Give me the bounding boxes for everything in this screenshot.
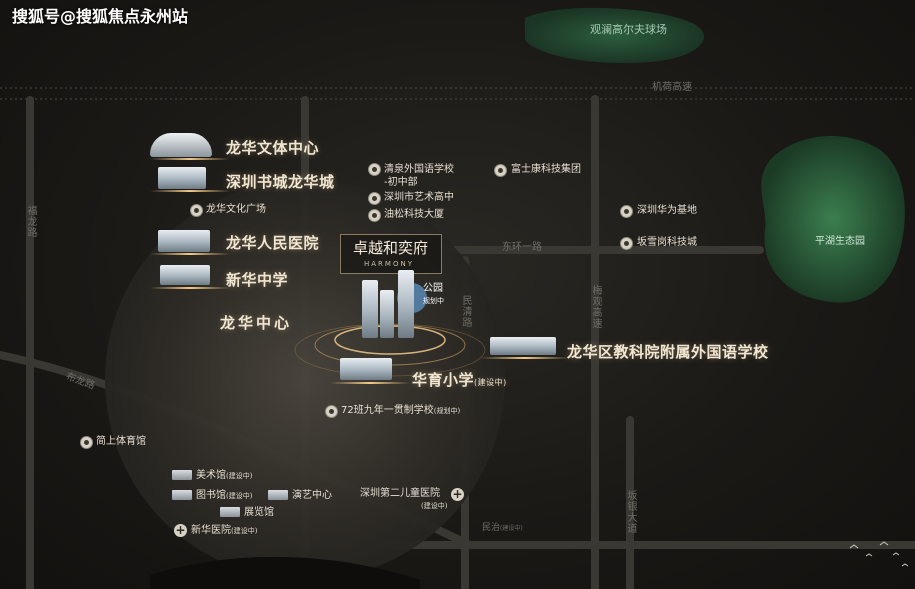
performing-arts-center: 演艺中心 (292, 490, 332, 501)
road-jihe-expressway: 机荷高速 (652, 82, 692, 93)
jianshang-stadium: 简上体育馆 (96, 436, 146, 447)
school-huayu-primary: 华育小学(建设中) (412, 371, 507, 389)
exhibition-hall-icon (220, 507, 240, 517)
glow-divider (150, 253, 230, 255)
glow-divider (480, 357, 570, 359)
school-72-class: 72班九年一贯制学校(规划中) (341, 405, 461, 416)
children-hospital: 深圳第二儿童医院 (360, 488, 440, 499)
company-bantian: 坂雪岗科技城 (637, 237, 697, 248)
school-icon (368, 163, 381, 176)
company-icon (620, 205, 633, 218)
location-icon (368, 209, 381, 222)
road-banyin-avenue: 坂银大道 (625, 490, 636, 534)
building-icon (158, 167, 206, 189)
building-icon (150, 133, 212, 157)
school-longhua-foreign-language: 龙华区教科院附属外国语学校 (567, 343, 769, 361)
school-icon (368, 192, 381, 205)
tower-icon (362, 280, 378, 338)
hospital-plus-icon: + (451, 487, 464, 501)
building-icon (158, 230, 210, 252)
project-name-en: HARMONY (364, 260, 414, 268)
building-yousong-tech: 油松科技大厦 (384, 209, 444, 220)
xinhua-hospital: 新华医院(建设中) (191, 525, 258, 536)
building-icon (160, 265, 210, 285)
watermark: 搜狐号@搜狐焦点永州站 (12, 7, 189, 26)
children-hospital-note: (建设中) (421, 502, 448, 510)
company-icon (494, 164, 507, 177)
park-note: 规划中 (423, 297, 444, 305)
road-meiguan: 梅观高速 (590, 285, 601, 329)
park-label: 公园 (423, 283, 443, 294)
stadium-icon (80, 436, 93, 449)
hospital-plus-icon: + (174, 523, 187, 537)
performing-arts-icon (268, 490, 288, 500)
tower-icon (380, 290, 394, 338)
school-qingquan: 清泉外国语学校 -初中部 (384, 164, 454, 188)
exhibition-hall: 展览馆 (244, 507, 274, 518)
landmark-shenzhen-book-city: 深圳书城龙华城 (226, 173, 335, 191)
glow-divider (150, 287, 230, 289)
company-icon (620, 237, 633, 250)
landmark-xinhua-middle-school: 新华中学 (226, 271, 289, 289)
landmark-longhua-sports-center: 龙华文体中心 (226, 139, 320, 157)
glow-divider (150, 158, 230, 160)
building-icon (340, 358, 392, 380)
art-museum: 美术馆(建设中) (196, 470, 253, 481)
glow-divider (150, 190, 230, 192)
building-icon (490, 337, 556, 355)
landmark-longhua-peoples-hospital: 龙华人民医院 (226, 234, 320, 252)
road-minqing: 民清路 (460, 295, 471, 328)
tower-icon (398, 270, 414, 338)
longhua-center-label: 龙华中心 (220, 314, 293, 332)
pinghu-park-label: 平湖生态园 (815, 236, 865, 247)
glow-divider (330, 382, 410, 384)
project-label-box (340, 234, 442, 274)
library-icon (172, 490, 192, 500)
road-fulong: 福龙路 (25, 205, 36, 238)
art-museum-icon (172, 470, 192, 480)
school-icon (325, 405, 338, 418)
landmark-longhua-culture-square: 龙华文化广场 (206, 204, 266, 215)
company-foxconn: 富士康科技集团 (511, 164, 581, 175)
project-name: 卓越和奕府 (353, 239, 429, 257)
school-art-high: 深圳市艺术高中 (384, 192, 454, 203)
road-minzhi: 民治(建设中) (482, 523, 523, 533)
company-huawei: 深圳华为基地 (637, 205, 697, 216)
library: 图书馆(建设中) (196, 490, 253, 501)
golf-course-label: 观澜高尔夫球场 (590, 23, 667, 36)
road-donghuan-yilu: 东环一路 (502, 242, 542, 253)
location-icon (190, 204, 203, 217)
